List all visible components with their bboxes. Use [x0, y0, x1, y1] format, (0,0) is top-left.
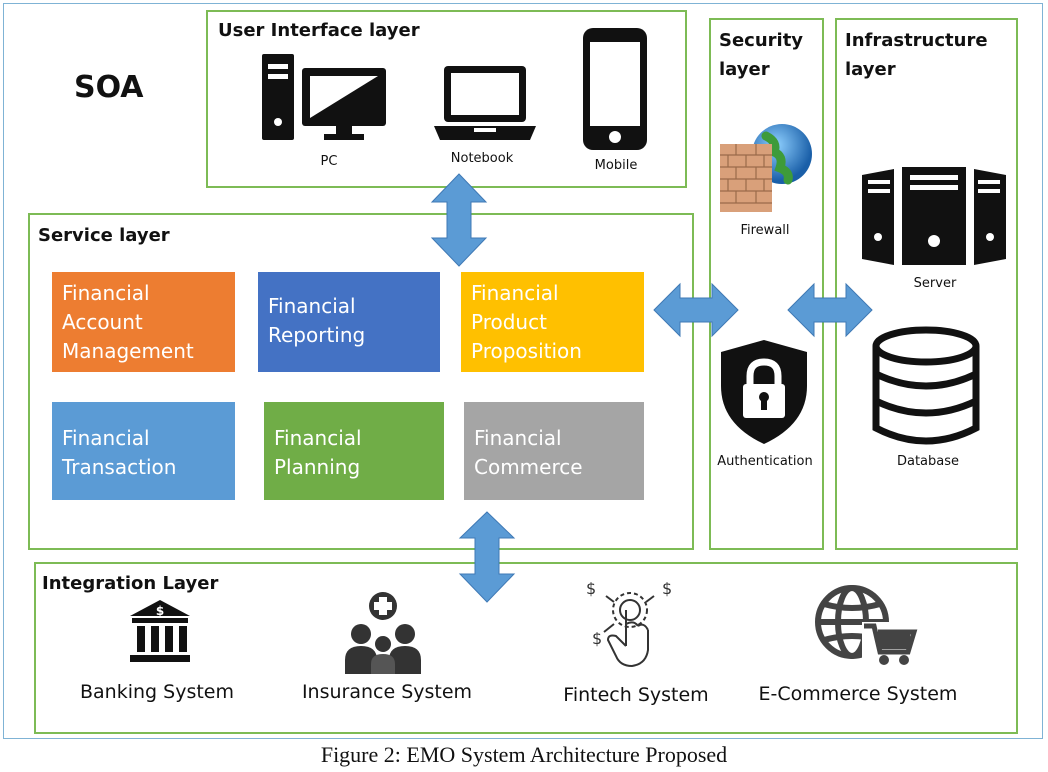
firewall-globe-icon: [720, 124, 812, 212]
globe-cart-icon: [815, 585, 918, 668]
figure-frame: [3, 3, 1043, 739]
svg-text:$: $: [592, 629, 602, 648]
device-label-notebook: Notebook: [450, 151, 514, 166]
shield-lock-icon: [721, 340, 807, 444]
infrastructure-label-server: Server: [913, 276, 957, 291]
smartphone-icon: [583, 28, 647, 150]
system-label-insurance: Insurance System: [301, 681, 473, 703]
figure-caption: Figure 2: EMO System Architecture Propos…: [320, 742, 728, 767]
infrastructure-layer-title: Infrastructure layer: [845, 30, 988, 80]
security-layer-title: Security layer: [719, 30, 804, 80]
device-label-pc: PC: [320, 154, 338, 169]
ui-layer-title: User Interface layer: [218, 20, 420, 41]
arrow-ui-service: [430, 173, 488, 267]
box-financial-commerce: Financial Commerce: [464, 402, 644, 500]
server-rack-icon: [862, 167, 1006, 265]
integration-layer-title: Integration Layer: [42, 573, 219, 594]
infrastructure-layer: Infrastructure layer: [835, 18, 1018, 550]
box-financial-reporting: Financial Reporting: [258, 272, 440, 372]
security-label-authentication: Authentication: [717, 454, 813, 469]
arrow-service-integration: [458, 511, 516, 603]
svg-text:$: $: [586, 579, 596, 598]
service-layer-title: Service layer: [38, 225, 170, 246]
database-icon: [872, 326, 980, 445]
laptop-icon: [434, 66, 536, 140]
family-insurance-icon: [345, 592, 421, 674]
svg-text:$: $: [156, 604, 164, 618]
box-financial-transaction: Financial Transaction: [52, 402, 235, 500]
system-label-fintech: Fintech System: [563, 684, 709, 706]
svg-text:$: $: [662, 579, 672, 598]
box-financial-account-management: Financial Account Management: [52, 272, 235, 372]
box-financial-product-proposition: Financial Product Proposition: [461, 272, 644, 372]
bank-icon: $: [130, 600, 190, 662]
system-label-banking: Banking System: [80, 681, 234, 703]
box-financial-planning: Financial Planning: [264, 402, 444, 500]
system-label-ecommerce: E-Commerce System: [758, 683, 958, 705]
security-layer: Security layer: [709, 18, 824, 550]
touch-money-icon: $ $ $: [586, 579, 672, 668]
device-label-mobile: Mobile: [594, 158, 638, 173]
arrow-service-security: [653, 282, 739, 338]
security-label-firewall: Firewall: [740, 223, 790, 238]
soa-title: SOA: [74, 70, 144, 105]
infrastructure-label-database: Database: [896, 454, 960, 469]
arrow-security-infrastructure: [787, 282, 873, 338]
desktop-pc-icon: [262, 54, 386, 140]
